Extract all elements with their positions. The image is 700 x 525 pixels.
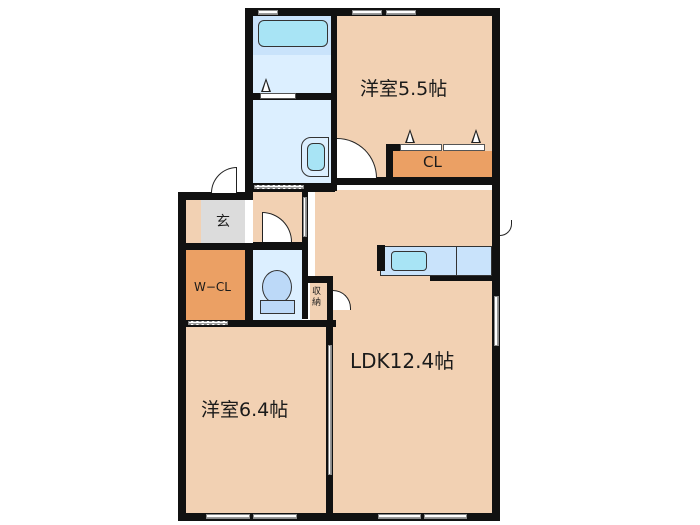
- kitchen-divider: [456, 246, 457, 276]
- window: [424, 514, 467, 519]
- entrance-door-icon: [211, 167, 237, 193]
- bath-door: [260, 93, 296, 99]
- western-room-6-4: [186, 327, 326, 513]
- hallway-left-strip: [186, 200, 201, 243]
- entrance: [201, 200, 245, 243]
- closet: [393, 151, 492, 177]
- wall: [327, 276, 333, 327]
- room-label-storage: 収納: [312, 287, 322, 308]
- wall: [178, 513, 500, 521]
- wall: [386, 144, 400, 151]
- wall: [492, 8, 500, 521]
- toilet-bowl-icon: [262, 270, 292, 304]
- closet-door: [443, 144, 485, 151]
- sliding-door: [188, 321, 228, 325]
- room-label-western-6-4: 洋室6.4帖: [201, 399, 289, 421]
- window: [206, 514, 250, 519]
- room-label-western-5-5: 洋室5.5帖: [360, 78, 448, 100]
- window: [352, 10, 382, 15]
- room-label-entrance: 玄: [216, 214, 230, 230]
- wall: [245, 243, 253, 327]
- kitchen-wall: [377, 245, 385, 271]
- closet-hinge-icon: [405, 129, 415, 143]
- kitchen-sink-icon: [391, 251, 427, 271]
- closet-hinge-icon: [471, 129, 481, 143]
- room-label-ldk: LDK12.4帖: [350, 349, 455, 373]
- wall: [302, 192, 308, 319]
- window: [386, 10, 416, 15]
- window: [253, 514, 297, 519]
- bathtub-icon: [258, 20, 328, 47]
- room-label-closet: CL: [423, 153, 442, 171]
- sliding-door: [303, 197, 307, 237]
- wall: [253, 242, 308, 250]
- kitchen-wall: [430, 276, 495, 281]
- wall: [386, 144, 393, 185]
- wall: [302, 276, 333, 283]
- door-icon: [500, 220, 512, 236]
- closet-door: [400, 144, 442, 151]
- washbasin-bowl-icon: [307, 143, 325, 171]
- sliding-door: [328, 345, 332, 475]
- wall: [178, 192, 186, 200]
- window: [494, 296, 499, 346]
- sliding-door: [254, 185, 304, 189]
- ldk-lower: [333, 320, 492, 513]
- wall: [335, 177, 495, 185]
- toilet-tank-icon: [260, 300, 295, 314]
- wall: [245, 8, 253, 200]
- window: [258, 10, 278, 15]
- wall: [178, 192, 253, 200]
- wall: [186, 243, 253, 250]
- room-label-walk-in-closet: W−CL: [194, 280, 231, 294]
- wall: [186, 320, 336, 327]
- window: [378, 514, 421, 519]
- walk-in-closet: [186, 250, 246, 320]
- wall: [178, 192, 186, 521]
- bath-door-hinge-icon: [261, 78, 271, 92]
